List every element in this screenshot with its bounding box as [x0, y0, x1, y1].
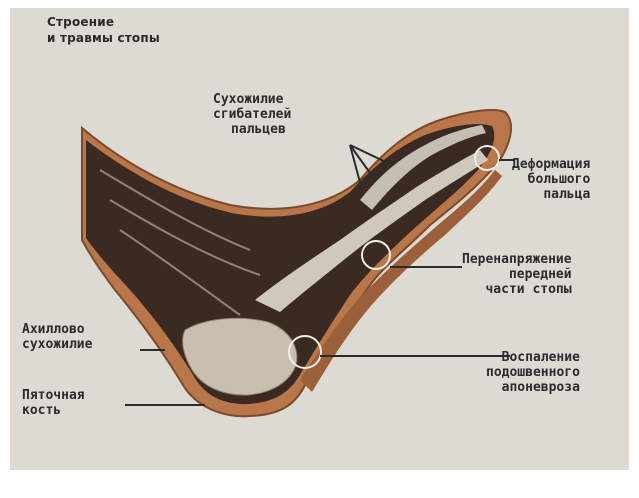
big-toe-line-3: пальца	[512, 187, 590, 202]
forefoot-line-2: передней	[462, 267, 572, 282]
big-toe-line-2: большого	[512, 172, 590, 187]
heel-bone-label: Пяточная кость	[22, 388, 85, 418]
big-toe-line-1: Деформация	[512, 157, 590, 172]
big-toe-deformity-label: Деформация большого пальца	[512, 157, 590, 202]
forefoot-line-1: Перенапряжение	[462, 252, 572, 267]
flexor-tendon-label: Сухожилие сгибателей пальцев	[213, 92, 291, 137]
heel-bone-line-1: Пяточная	[22, 388, 85, 403]
achilles-line-2: сухожилие	[22, 337, 92, 352]
achilles-line-1: Ахиллово	[22, 322, 92, 337]
plantar-line-1: Воспаление	[486, 350, 580, 365]
plantar-line-3: апоневроза	[486, 380, 580, 395]
achilles-tendon-label: Ахиллово сухожилие	[22, 322, 92, 352]
forefoot-overstrain-label: Перенапряжение передней части стопы	[462, 252, 572, 297]
flexor-tendon-line-3: пальцев	[213, 122, 291, 137]
forefoot-line-3: части стопы	[462, 282, 572, 297]
flexor-tendon-line-1: Сухожилие	[213, 92, 291, 107]
flexor-tendon-line-2: сгибателей	[213, 107, 291, 122]
plantar-line-2: подошвенного	[486, 365, 580, 380]
plantar-fasciitis-label: Воспаление подошвенного апоневроза	[486, 350, 580, 395]
heel-bone-line-2: кость	[22, 403, 85, 418]
